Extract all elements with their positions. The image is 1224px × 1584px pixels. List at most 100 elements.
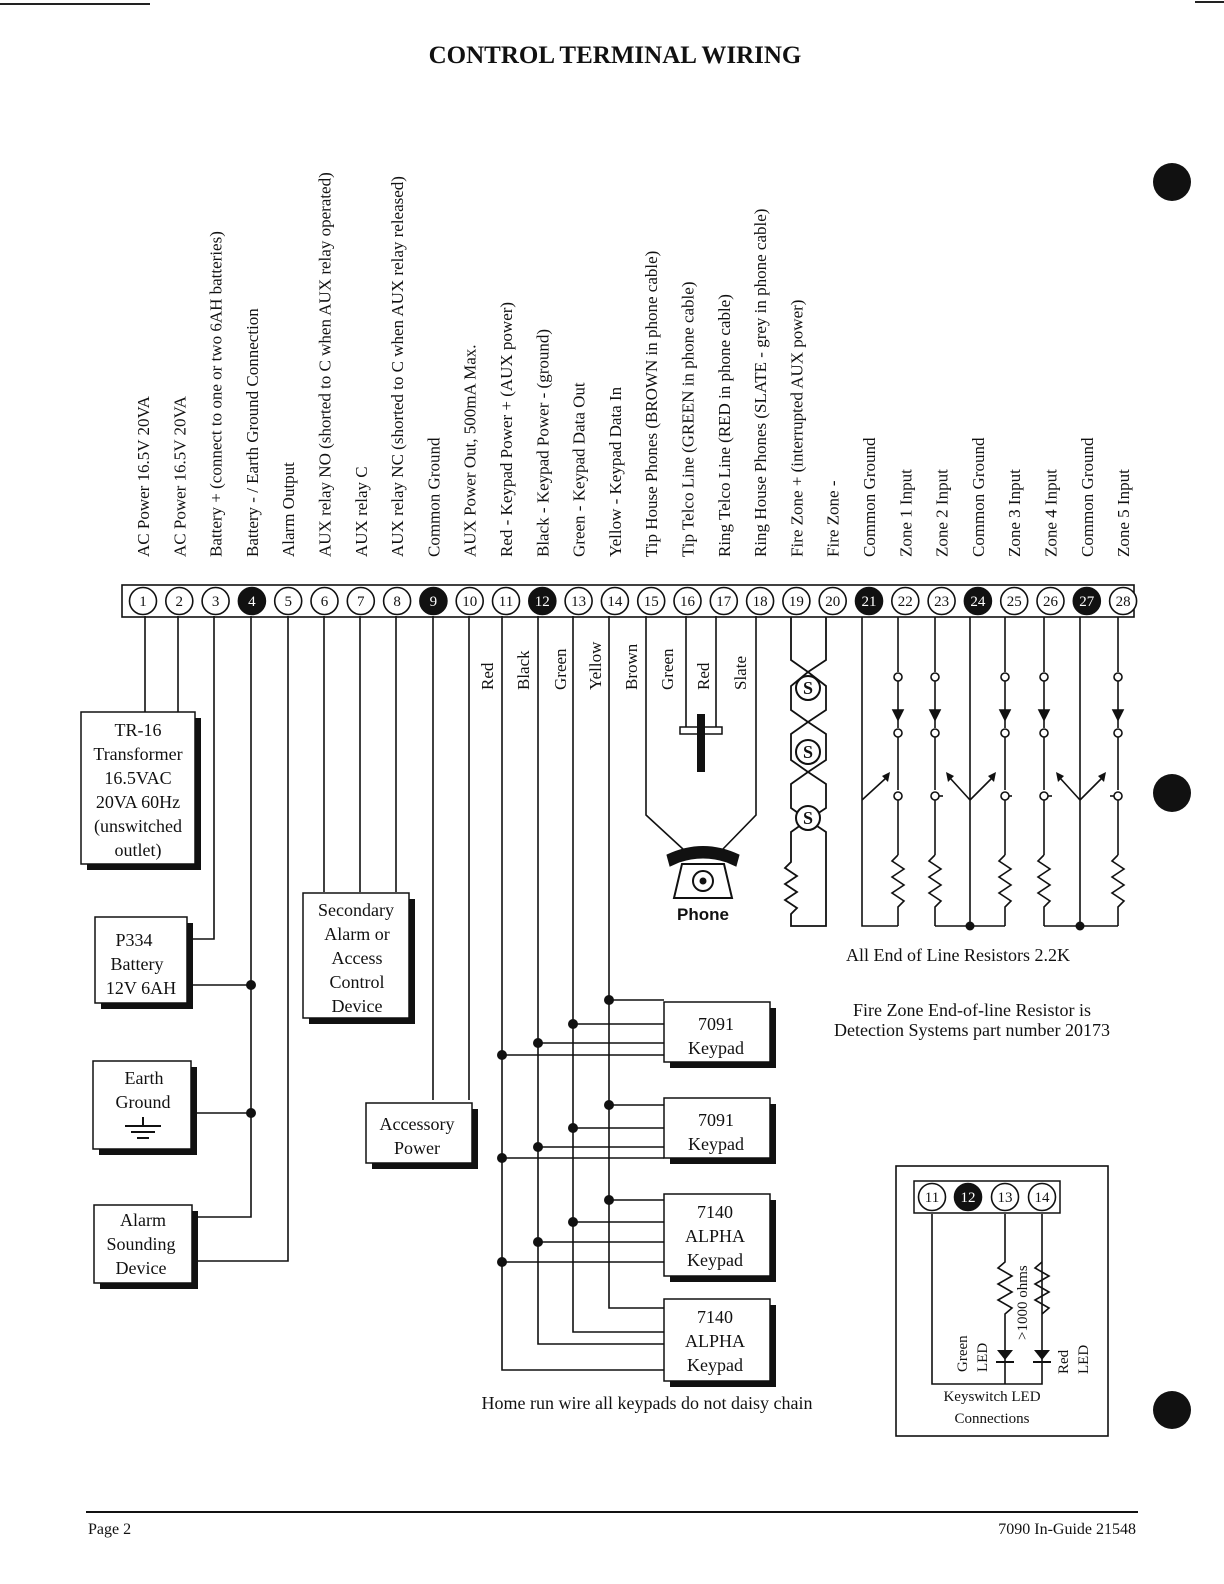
homerun-note: Home run wire all keypads do not daisy c… — [482, 1393, 813, 1413]
box-text: Transformer — [93, 744, 182, 764]
terminal-18-number: 18 — [753, 594, 768, 610]
box-text: 20VA 60Hz — [96, 792, 180, 812]
box-earth-ground: Earth Ground — [92, 1060, 197, 1155]
terminal-21-number: 21 — [862, 594, 877, 610]
terminal-8-screw — [382, 586, 412, 616]
terminal-2-number: 2 — [176, 594, 184, 610]
terminal-6-number: 6 — [321, 594, 329, 610]
keyswitch-terminal-14 — [1027, 1182, 1057, 1212]
fire-zone-twisted-pair — [783, 617, 827, 927]
terminal-28-label: Zone 5 Input — [1114, 469, 1133, 557]
green-led-label-1: Green — [955, 1335, 971, 1372]
fire-zone-ring-icons: S S S — [795, 675, 821, 831]
keyswitch-terminal-12 — [953, 1182, 983, 1212]
box-secondary-device: Secondary Alarm or Access Control Device — [302, 892, 415, 1024]
terminal-9-label: Common Ground — [424, 437, 443, 557]
terminal-15-number: 15 — [644, 594, 659, 610]
keyswitch-terminal-number: 12 — [961, 1190, 976, 1206]
terminal-25-label: Zone 3 Input — [1005, 469, 1024, 557]
terminal-25-screw — [999, 586, 1029, 616]
box-text: TR-16 — [115, 720, 162, 740]
box-text: 7140 — [697, 1307, 733, 1327]
terminal-11-number: 11 — [499, 594, 513, 610]
resistor-label: >1000 ohms — [1015, 1265, 1031, 1340]
keyswitch-terminal-11 — [917, 1182, 947, 1212]
phone-label: Phone — [677, 905, 729, 924]
terminal-19-label: Fire Zone + (interrupted AUX power) — [787, 300, 806, 557]
terminal-20-screw — [818, 586, 848, 616]
box-text: (unswitched — [94, 816, 182, 837]
eol-note: All End of Line Resistors 2.2K — [846, 945, 1070, 965]
terminal-13-screw — [564, 586, 593, 616]
terminal-23-number: 23 — [934, 594, 949, 610]
wire-label-green-2: Green — [658, 648, 677, 690]
box-text: Access — [332, 948, 383, 968]
terminal-16-screw — [673, 586, 702, 616]
terminal-4-screw — [237, 586, 267, 616]
terminal-22-screw — [890, 586, 920, 616]
terminal-7-label: AUX relay C — [352, 466, 371, 557]
terminal-1-label: AC Power 16.5V 20VA — [134, 395, 153, 557]
box-transformer: TR-16 Transformer 16.5VAC 20VA 60Hz (uns… — [80, 711, 201, 870]
scan-border — [0, 1, 1224, 5]
zone-switch-arrows — [882, 772, 1106, 782]
keyswitch-caption-1: Keyswitch LED — [943, 1389, 1040, 1405]
ring-glyph: S — [803, 742, 813, 762]
box-text: P334 — [115, 930, 152, 950]
terminal-18-screw — [745, 586, 775, 616]
terminal-5-label: Alarm Output — [279, 462, 298, 557]
terminal-27-label: Common Ground — [1078, 437, 1097, 557]
red-led-label-1: Red — [1056, 1349, 1072, 1374]
box-battery: P334 Battery 12V 6AH — [94, 916, 193, 1009]
box-text: Accessory — [380, 1114, 455, 1134]
terminal-4-label: Battery - / Earth Ground Connection — [243, 308, 262, 557]
terminal-28-screw — [1108, 586, 1138, 616]
terminal-26-number: 26 — [1043, 594, 1059, 610]
keypad-7140-a: 7140 ALPHA Keypad — [663, 1193, 776, 1282]
terminal-19-screw — [782, 586, 811, 616]
page-title: CONTROL TERMINAL WIRING — [429, 42, 802, 69]
fire-note-line-2: Detection Systems part number 20173 — [834, 1020, 1110, 1040]
telephone-icon — [666, 846, 740, 899]
terminal-1-screw — [128, 586, 158, 616]
green-led-label-2: LED — [975, 1343, 991, 1372]
terminal-25-number: 25 — [1007, 594, 1022, 610]
terminal-2-label: AC Power 16.5V 20VA — [170, 395, 189, 557]
terminal-16-label: Tip Telco Line (GREEN in phone cable) — [679, 282, 698, 557]
terminal-1-number: 1 — [139, 594, 147, 610]
punch-hole — [1153, 774, 1191, 812]
telco-jack-icon — [679, 714, 723, 772]
footer-docid: 7090 In-Guide 21548 — [998, 1521, 1136, 1538]
led-diode-icons — [996, 1350, 1051, 1363]
terminal-28-number: 28 — [1116, 594, 1131, 610]
terminal-24-label: Common Ground — [969, 437, 988, 557]
zone-wiring — [861, 617, 1126, 927]
box-text: Control — [329, 972, 384, 992]
junction-dot — [1075, 921, 1085, 931]
terminal-5-screw — [273, 586, 303, 616]
terminal-8-number: 8 — [393, 594, 401, 610]
terminal-8-label: AUX relay NC (shorted to C when AUX rela… — [388, 176, 407, 557]
terminal-13-label: Green - Keypad Data Out — [570, 382, 589, 557]
terminal-14-number: 14 — [607, 594, 623, 610]
terminal-26-screw — [1036, 586, 1065, 616]
junction-dot — [965, 921, 975, 931]
terminal-labels: AC Power 16.5V 20VA AC Power 16.5V 20VA Ba… — [134, 172, 1133, 557]
terminal-15-screw — [636, 586, 666, 616]
box-text: ALPHA — [685, 1226, 745, 1246]
box-text: 7091 — [698, 1110, 734, 1130]
box-text: Device — [332, 996, 383, 1016]
terminal-12-label: Black - Keypad Power - (ground) — [533, 329, 552, 557]
terminal-17-screw — [709, 586, 739, 616]
terminal-12-number: 12 — [535, 594, 550, 610]
terminal-27-number: 27 — [1079, 594, 1095, 610]
junction-dots — [246, 980, 614, 1267]
terminal-3-number: 3 — [212, 594, 220, 610]
terminal-6-screw — [310, 586, 339, 616]
terminal-7-number: 7 — [357, 594, 365, 610]
punch-hole — [1153, 163, 1191, 201]
terminal-18-label: Ring House Phones (SLATE - grey in phone… — [751, 209, 770, 557]
